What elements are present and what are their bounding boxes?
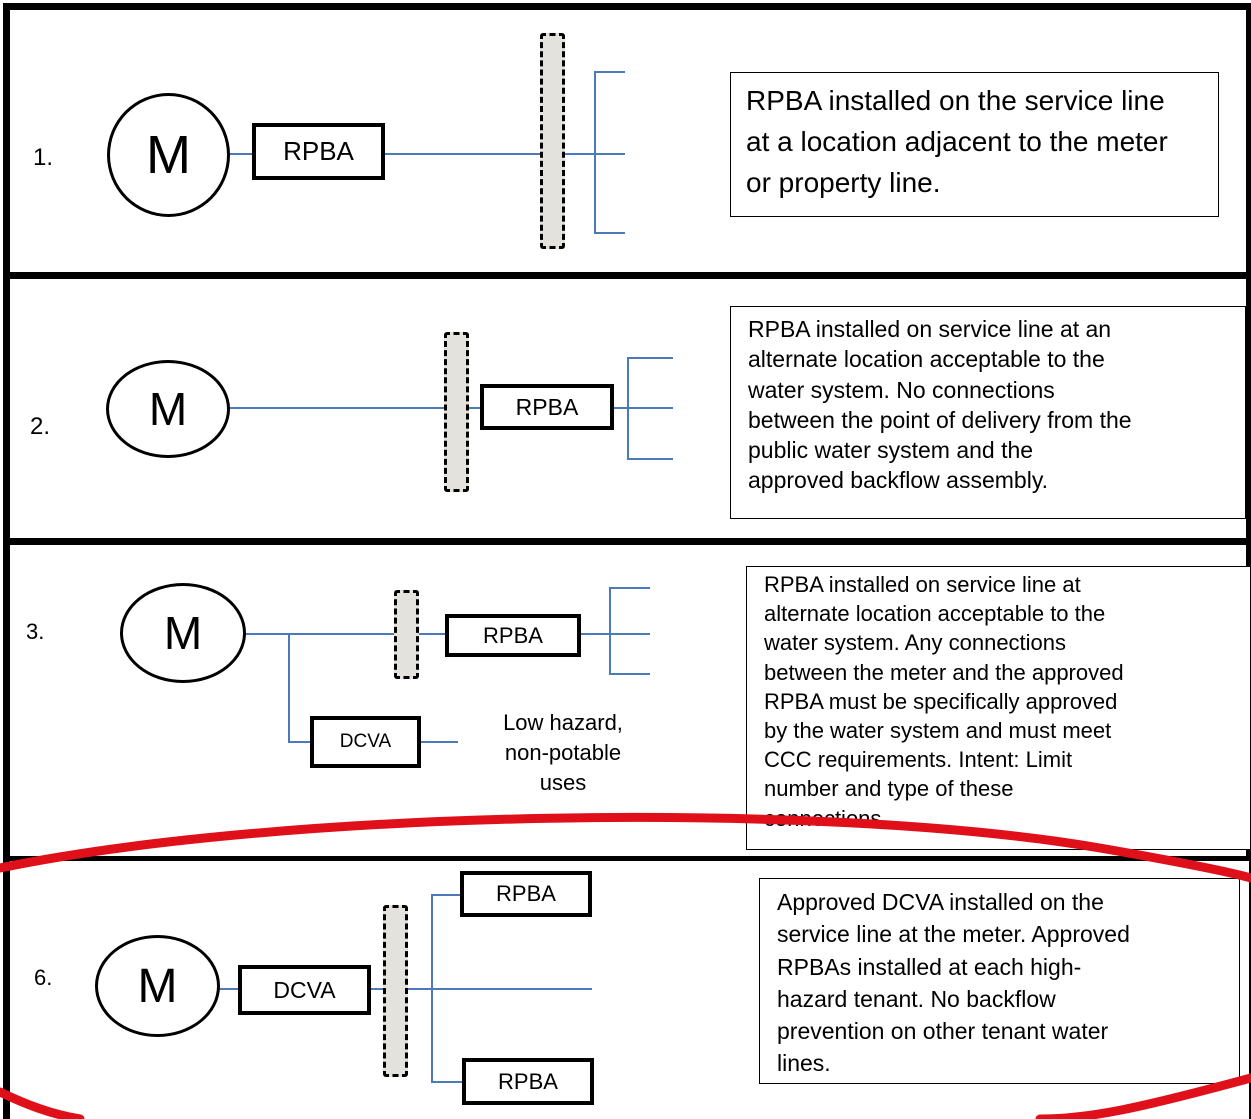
panel-3-description-line: CCC requirements. Intent: Limit (764, 747, 1073, 773)
panel-6-description-line: service line at the meter. Approved (777, 921, 1130, 948)
panel-3-description-line: RPBA installed on service line at (764, 572, 1081, 597)
panel-1-description-line: or property line. (746, 167, 941, 198)
panel-2-description-line: public water system and the (748, 437, 1034, 464)
panel-2-description-line: approved backflow assembly. (748, 467, 1048, 494)
panel-6-number: 6. (34, 965, 53, 990)
panel-6-description-line: lines. (777, 1050, 831, 1077)
panel-1-meter-label: M (146, 125, 191, 185)
panel-3-description-line: water system. Any connections (764, 630, 1067, 656)
panel-3-rpba-box: RPBA (445, 614, 581, 657)
panel-6-description: Approved DCVA installed on the service l… (777, 886, 1130, 1080)
panel-1-rpba-box: RPBA (252, 123, 385, 180)
panel-2-description-line: water system. No connections (748, 376, 1055, 403)
panel-1-meter: M (107, 93, 230, 217)
panel-6-frame (3, 861, 1251, 1119)
panel-2-property-line (444, 332, 469, 492)
panel-2-description: RPBA installed on service line at an alt… (748, 314, 1132, 496)
panel-2-description-line: between the point of delivery from the (748, 406, 1132, 433)
panel-3-property-line (394, 590, 419, 679)
panel-1-number: 1. (33, 144, 54, 171)
panel-2-rpba-box: RPBA (480, 384, 614, 430)
panel-2-number: 2. (30, 413, 51, 440)
panel-2-description-box (730, 306, 1246, 519)
panel-6-rpba-bottom-box: RPBA (462, 1058, 594, 1105)
panel-3-branch-note-line: Low hazard, (503, 710, 623, 735)
panel-6-description-line: RPBAs installed at each high- (777, 953, 1082, 980)
panel-6-description-line: prevention on other tenant water (777, 1018, 1109, 1045)
panel-3-description-line: number and type of these (764, 776, 1014, 802)
panel-6-rpba-bottom-label: RPBA (498, 1068, 558, 1094)
panel-1-description-box (730, 72, 1219, 217)
panel-6-rpba-top-box: RPBA (460, 871, 592, 917)
panel-3-description-line: alternate location acceptable to the (764, 601, 1106, 627)
panel-3-branch-note: Low hazard, non-potable uses (473, 708, 653, 798)
panel-2-description-line: RPBA installed on service line at an (748, 316, 1112, 342)
panel-3-meter-label: M (163, 607, 203, 659)
panel-6-property-line (383, 905, 408, 1077)
panel-2-description-line: alternate location acceptable to the (748, 346, 1105, 373)
panel-6-description-line: hazard tenant. No backflow (777, 985, 1056, 1012)
panel-3-number: 3. (26, 619, 45, 644)
panel-3-description-box (746, 566, 1251, 850)
panel-3-branch-note-line: uses (539, 770, 587, 795)
panel-1-description-line: RPBA installed on the service line (746, 85, 1165, 116)
panel-6-meter-label: M (137, 959, 178, 1013)
panel-2-rpba-label: RPBA (515, 393, 579, 420)
panel-6-meter: M (95, 935, 220, 1037)
panel-6-description-line: Approved DCVA installed on the (777, 889, 1104, 915)
panel-6-dcva-box: DCVA (238, 965, 371, 1015)
panel-3-description-line: RPBA must be specifically approved (764, 688, 1118, 714)
panel-3-dcva-box: DCVA (310, 716, 421, 768)
panel-1-description: RPBA installed on the service line at a … (746, 80, 1168, 203)
panel-2-meter-label: M (148, 383, 188, 435)
panel-3-description-line: by the water system and must meet (764, 718, 1112, 744)
panel-1-property-line (540, 33, 565, 249)
panel-3-description: RPBA installed on service line at altern… (764, 570, 1124, 832)
panel-3-description-line: between the meter and the approved (764, 659, 1124, 685)
panel-1-description-line: at a location adjacent to the meter (746, 126, 1168, 157)
panel-1-rpba-label: RPBA (283, 136, 354, 166)
panel-6-rpba-top-label: RPBA (496, 881, 556, 906)
panel-2-frame (3, 279, 1251, 545)
panel-6-description-box (759, 878, 1240, 1084)
panel-2-meter: M (106, 360, 230, 458)
panel-3-meter: M (120, 583, 246, 683)
panel-3-rpba-label: RPBA (483, 622, 543, 648)
panel-3-branch-note-line: non-potable (504, 740, 622, 765)
panel-1-frame (3, 3, 1251, 279)
panel-6-dcva-label: DCVA (273, 976, 336, 1003)
panel-3-dcva-label: DCVA (339, 731, 392, 752)
